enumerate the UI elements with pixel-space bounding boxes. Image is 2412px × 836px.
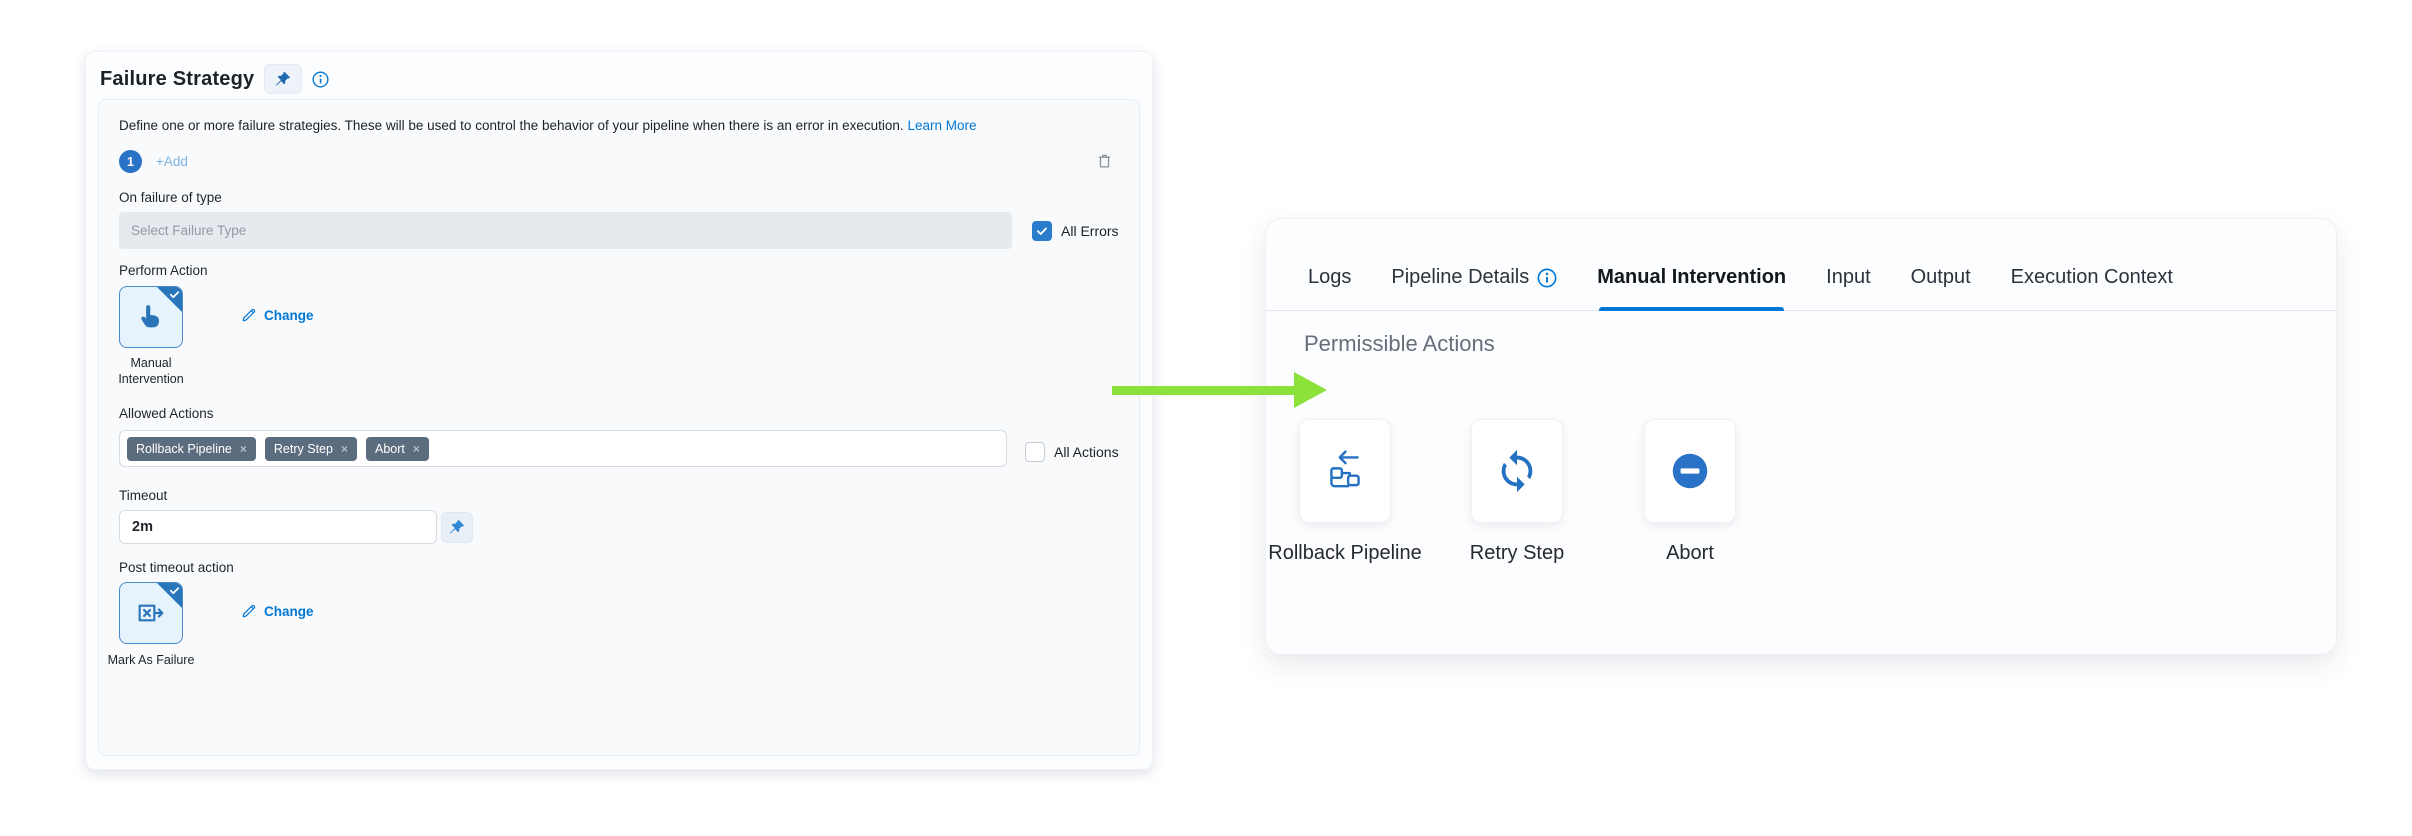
allowed-actions-label: Allowed Actions: [119, 406, 214, 421]
post-timeout-label: Post timeout action: [119, 560, 234, 575]
details-tab-bar: Logs Pipeline Details Manual Interventio…: [1266, 219, 2336, 311]
timeout-row: [119, 510, 473, 544]
timeout-pin-button[interactable]: [441, 511, 473, 543]
permissible-actions-heading: Permissible Actions: [1304, 331, 1495, 356]
change-post-timeout-link[interactable]: Change: [241, 603, 314, 619]
action-label: Abort: [1666, 542, 1714, 564]
strategy-index-badge[interactable]: 1: [119, 150, 142, 173]
annotation-arrow: [1112, 386, 1296, 395]
panel-title: Failure Strategy: [100, 67, 255, 90]
permissible-action-abort: Abort: [1644, 419, 1736, 567]
action-label: Rollback Pipeline: [1268, 542, 1422, 564]
add-strategy-button[interactable]: +Add: [156, 154, 188, 169]
timeout-label: Timeout: [119, 488, 168, 503]
tag-label: Rollback Pipeline: [136, 441, 232, 456]
annotation-arrow-head: [1294, 372, 1327, 408]
all-actions-checkbox[interactable]: All Actions: [1025, 442, 1119, 462]
all-errors-label: All Errors: [1061, 223, 1119, 239]
failure-strategy-panel: Failure Strategy Define one or more fail…: [85, 51, 1153, 770]
unchecked-checkbox-icon: [1025, 442, 1045, 462]
failure-strategy-form: Define one or more failure strategies. T…: [98, 99, 1140, 756]
tab-execution-context[interactable]: Execution Context: [2010, 266, 2173, 288]
retry-icon: [1501, 449, 1533, 493]
info-icon[interactable]: [1537, 268, 1557, 288]
selected-action-card[interactable]: [119, 286, 183, 348]
info-icon[interactable]: [312, 70, 329, 88]
learn-more-link[interactable]: Learn More: [907, 118, 977, 133]
post-timeout-action-card[interactable]: [119, 582, 183, 644]
selected-action-caption: Manual Intervention: [118, 356, 184, 386]
timeout-input[interactable]: [119, 510, 437, 544]
abort-button[interactable]: [1644, 419, 1736, 523]
permissible-action-retry: Retry Step: [1470, 419, 1564, 567]
tab-manual-intervention[interactable]: Manual Intervention: [1597, 266, 1786, 311]
abort-icon: [1672, 453, 1708, 489]
mark-as-failure-icon: [138, 604, 164, 622]
remove-tag-icon[interactable]: ×: [412, 441, 420, 456]
action-label: Retry Step: [1469, 542, 1565, 564]
pin-icon: [276, 72, 291, 86]
tab-logs[interactable]: Logs: [1308, 266, 1352, 288]
edit-pencil-icon: [242, 308, 256, 322]
tag-label: Abort: [374, 441, 405, 456]
retry-step-button[interactable]: [1471, 419, 1563, 523]
rollback-pipeline-button[interactable]: [1299, 419, 1391, 523]
checked-checkbox-icon: [1032, 221, 1052, 241]
pin-icon: [450, 520, 464, 534]
remove-tag-icon[interactable]: ×: [239, 441, 247, 456]
perform-action-label: Perform Action: [119, 263, 208, 278]
tab-pipeline-details[interactable]: Pipeline Details: [1391, 266, 1557, 310]
step-details-panel: Logs Pipeline Details Manual Interventio…: [1265, 218, 2337, 655]
allowed-action-tag: Retry Step ×: [264, 436, 357, 461]
strategy-description-text: Define one or more failure strategies. T…: [119, 118, 904, 133]
change-action-link[interactable]: Change: [241, 307, 314, 323]
failure-type-select[interactable]: [119, 212, 1012, 249]
allowed-action-tag: Abort ×: [365, 436, 429, 461]
failure-strategy-header: Failure Strategy: [100, 64, 329, 94]
strategy-list-row: 1 +Add: [119, 150, 188, 173]
strategy-description: Define one or more failure strategies. T…: [119, 118, 977, 133]
post-timeout-caption: Mark As Failure: [107, 653, 195, 667]
remove-tag-icon[interactable]: ×: [340, 441, 348, 456]
change-label: Change: [264, 603, 314, 619]
tab-input[interactable]: Input: [1826, 266, 1871, 288]
allowed-action-tag: Rollback Pipeline ×: [127, 436, 256, 461]
allowed-actions-input[interactable]: Rollback Pipeline × Retry Step × Abort ×: [119, 430, 1007, 467]
rollback-pipeline-icon: [1330, 450, 1360, 488]
on-failure-label: On failure of type: [119, 190, 222, 205]
all-actions-label: All Actions: [1054, 444, 1119, 460]
tab-label: Pipeline Details: [1391, 266, 1530, 288]
pin-toggle-button[interactable]: [264, 64, 303, 94]
edit-pencil-icon: [242, 604, 256, 618]
change-label: Change: [264, 307, 314, 323]
manual-intervention-hand-icon: [141, 305, 159, 328]
tag-label: Retry Step: [273, 441, 333, 456]
all-errors-checkbox[interactable]: All Errors: [1032, 221, 1119, 241]
tab-output[interactable]: Output: [1910, 266, 1971, 288]
trash-icon[interactable]: [1096, 152, 1113, 169]
permissible-action-rollback: Rollback Pipeline: [1268, 419, 1422, 567]
